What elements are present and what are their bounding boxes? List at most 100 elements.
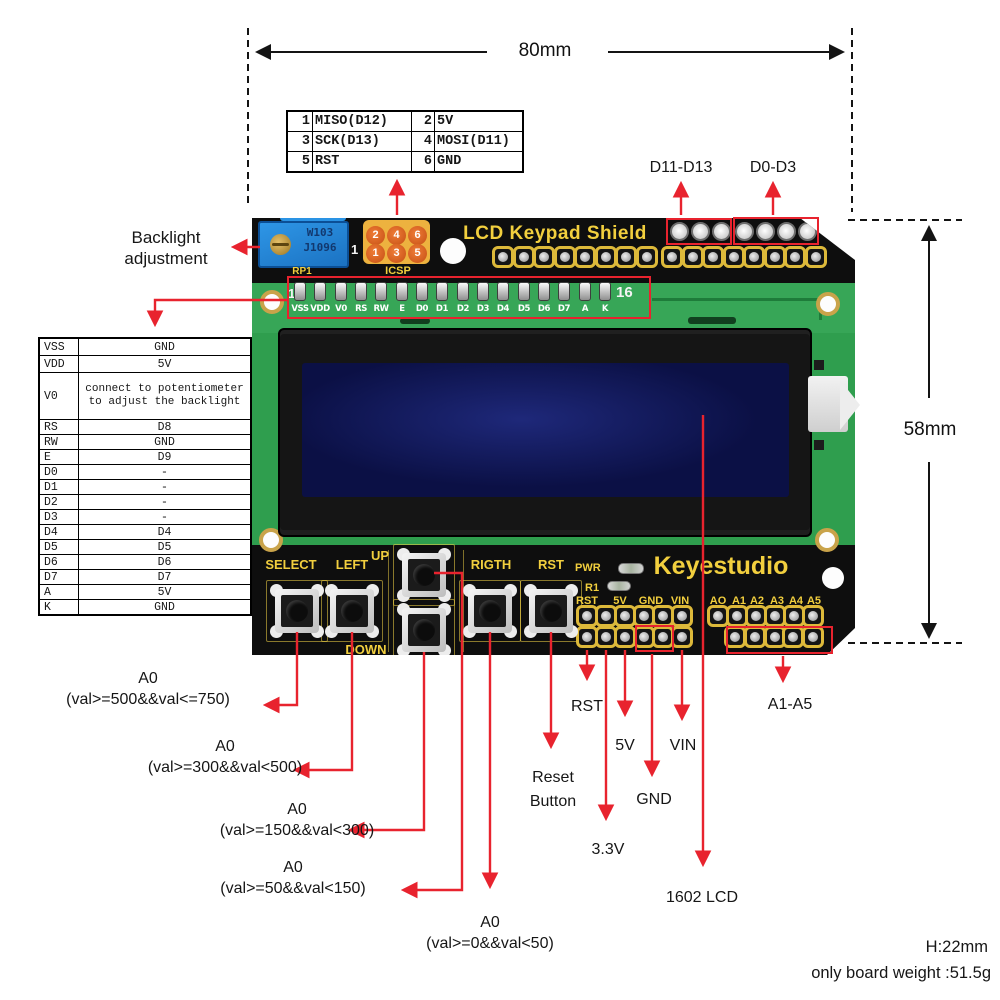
- a1-pin-label: A1: [731, 595, 747, 607]
- cell-pin: V0: [40, 373, 79, 419]
- table-row: V0 connect to potentiometer to adjust th…: [40, 372, 250, 419]
- rst-pin-label: RST: [576, 595, 598, 607]
- lcd-screen: [302, 363, 789, 497]
- header-pin: [671, 626, 693, 648]
- a0-pin: A0: [215, 738, 235, 755]
- r1-led: [607, 581, 631, 591]
- a0-pin: A0: [287, 801, 307, 818]
- icsp-pin-6: 6: [408, 226, 427, 245]
- header-pin: [723, 246, 745, 268]
- down-button: [393, 599, 455, 655]
- header-pin-d11: [670, 222, 689, 241]
- a2-pin-label: A2: [749, 595, 765, 607]
- gnd-pin-label: GND: [638, 595, 664, 607]
- header-pin-vin: [671, 605, 693, 627]
- down-button-label: DOWN: [345, 642, 387, 657]
- cell-pin-number: 4: [412, 132, 435, 151]
- icsp-pin-1: 1: [366, 244, 385, 263]
- header-pin: [724, 626, 746, 648]
- lcd-keypad-shield-board: W103 J1096 RP1 1 2 4 6 1 3 5 ICSP LCD Ke…: [252, 218, 855, 655]
- solder-pad: [436, 282, 448, 301]
- up-value-callout: A0 (val>=50&&val<150): [181, 857, 405, 899]
- up-button-label: UP: [370, 548, 390, 563]
- cell-value: 5V: [157, 357, 172, 371]
- icsp-label: ICSP: [385, 265, 411, 277]
- icsp-pin-3: 3: [387, 244, 406, 263]
- cell-value: -: [161, 495, 168, 509]
- a4-pin-label: A4: [788, 595, 804, 607]
- cell-pin-number: 3: [288, 132, 313, 151]
- pcb-trace: [652, 298, 822, 301]
- cell-pin: RS: [40, 420, 79, 434]
- silkscreen-divider: [388, 550, 389, 652]
- header-pin: [805, 246, 827, 268]
- solder-pad: [294, 282, 306, 301]
- reset-callout-line2: Button: [529, 793, 577, 810]
- cell-pin: D6: [40, 555, 79, 569]
- header-pin: [682, 246, 704, 268]
- right-value-callout: A0 (val>=0&&val<50): [380, 912, 600, 954]
- header-pin: [533, 246, 555, 268]
- header-pin: [492, 246, 514, 268]
- cell-value: GND: [154, 600, 175, 614]
- pcb-slot: [400, 318, 430, 324]
- cell-pin-name: 5V: [437, 114, 454, 129]
- table-row: RW GND: [40, 434, 250, 449]
- header-pin: [636, 246, 658, 268]
- solder-pad: [497, 282, 509, 301]
- header-pin: [574, 246, 596, 268]
- header-pin: [802, 626, 824, 648]
- header-pin-d2: [777, 222, 796, 241]
- board-hole: [822, 567, 844, 589]
- gnd-callout: GND: [636, 791, 672, 808]
- select-value-callout: A0 (val>=500&&val<=750): [40, 668, 256, 710]
- header-pin-5v: [614, 605, 636, 627]
- left-button-label: LEFT: [335, 557, 369, 572]
- backlight-potentiometer: W103 J1096: [258, 221, 349, 268]
- lcd-1602-module: [278, 328, 812, 537]
- board-hole: [440, 238, 466, 264]
- cell-pin: VSS: [40, 339, 79, 355]
- pwr-led-label: PWR: [575, 562, 601, 574]
- solder-pad: [457, 282, 469, 301]
- right-button-label: RIGTH: [470, 557, 512, 572]
- a0-pin: A0: [480, 914, 500, 931]
- cell-value: D7: [157, 570, 172, 584]
- silkscreen-divider: [463, 550, 464, 652]
- board-weight-note: only board weight :51.5g: [811, 964, 991, 982]
- mounting-hole: [259, 528, 283, 552]
- table-row: D3-: [40, 509, 250, 524]
- board-title: LCD Keypad Shield: [463, 223, 647, 244]
- a1-a5-callout: A1-A5: [767, 696, 813, 713]
- d11-d13-callout: D11-D13: [649, 159, 713, 176]
- cell-pin-number: 5: [288, 152, 313, 171]
- board-height-note: H:22mm: [925, 938, 988, 956]
- cell-pin: RW: [40, 435, 79, 449]
- solder-pad: [477, 282, 489, 301]
- 3v3-callout: 3.3V: [591, 841, 625, 858]
- cell-value: GND: [154, 435, 175, 449]
- solder-pad: [314, 282, 326, 301]
- select-button-label: SELECT: [265, 557, 317, 572]
- cell-pin-name: MISO(D12): [313, 112, 412, 131]
- cell-value: -: [161, 510, 168, 524]
- solder-pad: [416, 282, 428, 301]
- up-button: [393, 544, 455, 606]
- cell-pin: D4: [40, 525, 79, 539]
- table-row: 1 MISO(D12) 2 5V: [288, 112, 522, 131]
- potentiometer-marking: J1096: [303, 241, 337, 254]
- left-button: [321, 580, 383, 642]
- cell-pin: D1: [40, 480, 79, 494]
- select-button: [266, 580, 328, 642]
- a0-range: (val>=500&&val<=750): [66, 691, 230, 708]
- backlight-callout-line2: adjustment: [124, 249, 208, 268]
- header-pin: [615, 246, 637, 268]
- cell-pin-number: 6: [412, 152, 435, 171]
- r1-led-label: R1: [585, 582, 600, 594]
- cell-pin-number: 1: [288, 112, 313, 131]
- header-pin: [784, 246, 806, 268]
- a0-range: (val>=50&&val<150): [220, 880, 366, 897]
